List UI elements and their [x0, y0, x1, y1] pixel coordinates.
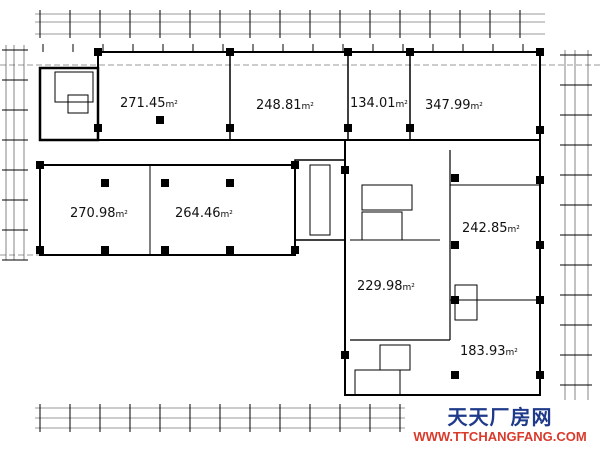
room-area-r8: 229.98m² — [357, 279, 415, 294]
column — [451, 296, 459, 304]
column — [344, 124, 352, 132]
column — [101, 179, 109, 187]
dimension-lines — [0, 13, 600, 429]
column — [536, 126, 544, 134]
column — [406, 124, 414, 132]
dimension-ticks — [2, 10, 592, 432]
column — [94, 124, 102, 132]
column — [226, 179, 234, 187]
room-labels: 271.45m² 248.81m² 134.01m² 347.99m² 270.… — [70, 96, 520, 359]
column — [226, 246, 234, 254]
structural-columns — [36, 48, 544, 379]
column — [291, 246, 299, 254]
column — [536, 371, 544, 379]
column — [536, 176, 544, 184]
room-area-r9: 183.93m² — [460, 344, 518, 359]
room-area-r3: 134.01m² — [350, 96, 408, 111]
column — [451, 371, 459, 379]
room-area-r4: 347.99m² — [425, 98, 483, 113]
column — [451, 174, 459, 182]
column — [36, 246, 44, 254]
column — [451, 241, 459, 249]
room-area-r2: 248.81m² — [256, 98, 314, 113]
column — [161, 179, 169, 187]
column — [101, 246, 109, 254]
column — [161, 246, 169, 254]
column — [344, 48, 352, 56]
room-area-r5: 270.98m² — [70, 206, 128, 221]
column — [536, 241, 544, 249]
column — [156, 116, 164, 124]
column — [94, 48, 102, 56]
room-area-r6: 264.46m² — [175, 206, 233, 221]
walls — [38, 51, 541, 396]
watermark-logo: 天天厂房网 WWW.TTCHANGFANG.COM — [405, 405, 595, 450]
watermark-site-name: 天天厂房网 — [447, 405, 553, 429]
column — [226, 48, 234, 56]
watermark-url: WWW.TTCHANGFANG.COM — [413, 429, 587, 444]
column — [291, 161, 299, 169]
column — [341, 166, 349, 174]
column — [536, 48, 544, 56]
room-area-r1: 271.45m² — [120, 96, 178, 111]
column — [341, 351, 349, 359]
column — [226, 124, 234, 132]
column — [36, 161, 44, 169]
column — [536, 296, 544, 304]
column — [406, 48, 414, 56]
room-area-r7: 242.85m² — [462, 221, 520, 236]
